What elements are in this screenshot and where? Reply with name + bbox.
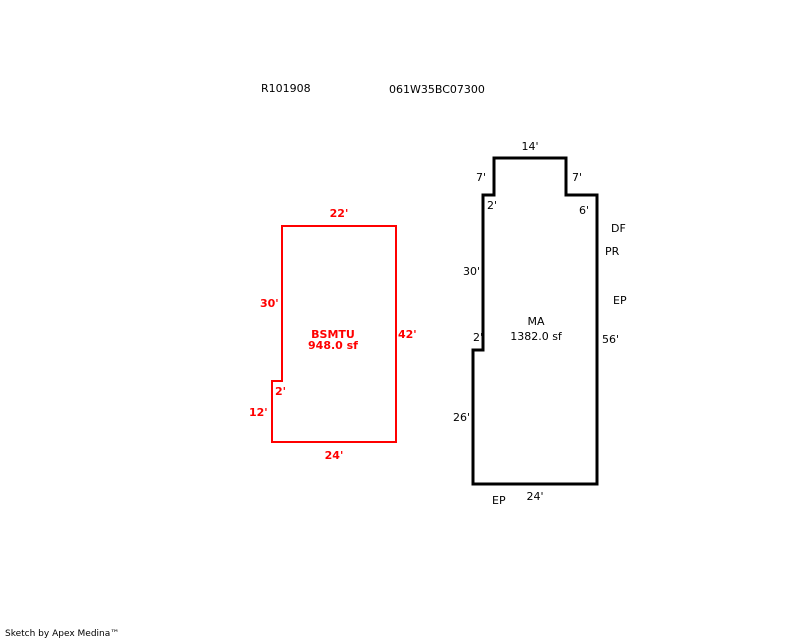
annotation-df: DF	[611, 222, 626, 235]
annotation-ep-bottom: EP	[492, 494, 506, 507]
main-dim-right: 56'	[602, 333, 620, 346]
main-dim-left-jog-mid: 2'	[473, 331, 484, 344]
annotation-ep-right: EP	[613, 294, 627, 307]
main-dim-bottom: 24'	[526, 490, 544, 503]
bsmt-dim-right: 42'	[398, 328, 417, 341]
main-dim-top-right-step: 7'	[572, 171, 583, 184]
basement-outline	[271, 225, 397, 443]
account-number: R101908	[261, 82, 311, 95]
main-dim-right-jog-top: 6'	[579, 204, 590, 217]
bsmt-dim-top: 22'	[329, 207, 349, 220]
main-dim-left-lower: 26'	[453, 411, 471, 424]
main-dim-left-upper: 30'	[463, 265, 481, 278]
bsmt-label: BSMTU	[311, 328, 355, 341]
bsmt-dim-left-upper: 30'	[260, 297, 279, 310]
main-dim-left-jog-top: 2'	[487, 199, 498, 212]
main-dim-top: 14'	[521, 140, 539, 153]
main-label: MA	[527, 315, 545, 328]
annotation-pr: PR	[605, 245, 620, 258]
bsmt-dim-left-lower: 12'	[249, 406, 268, 419]
bsmt-dim-jog: 2'	[275, 385, 287, 398]
map-tax-lot: 061W35BC07300	[389, 83, 485, 96]
main-area-outline	[471, 156, 599, 486]
bsmt-dim-bottom: 24'	[324, 449, 344, 462]
main-area: 1382.0 sf	[510, 330, 562, 343]
bsmt-area: 948.0 sf	[308, 339, 358, 352]
main-dim-top-left-step: 7'	[476, 171, 487, 184]
footer-credit: Sketch by Apex Medina™	[5, 629, 120, 639]
